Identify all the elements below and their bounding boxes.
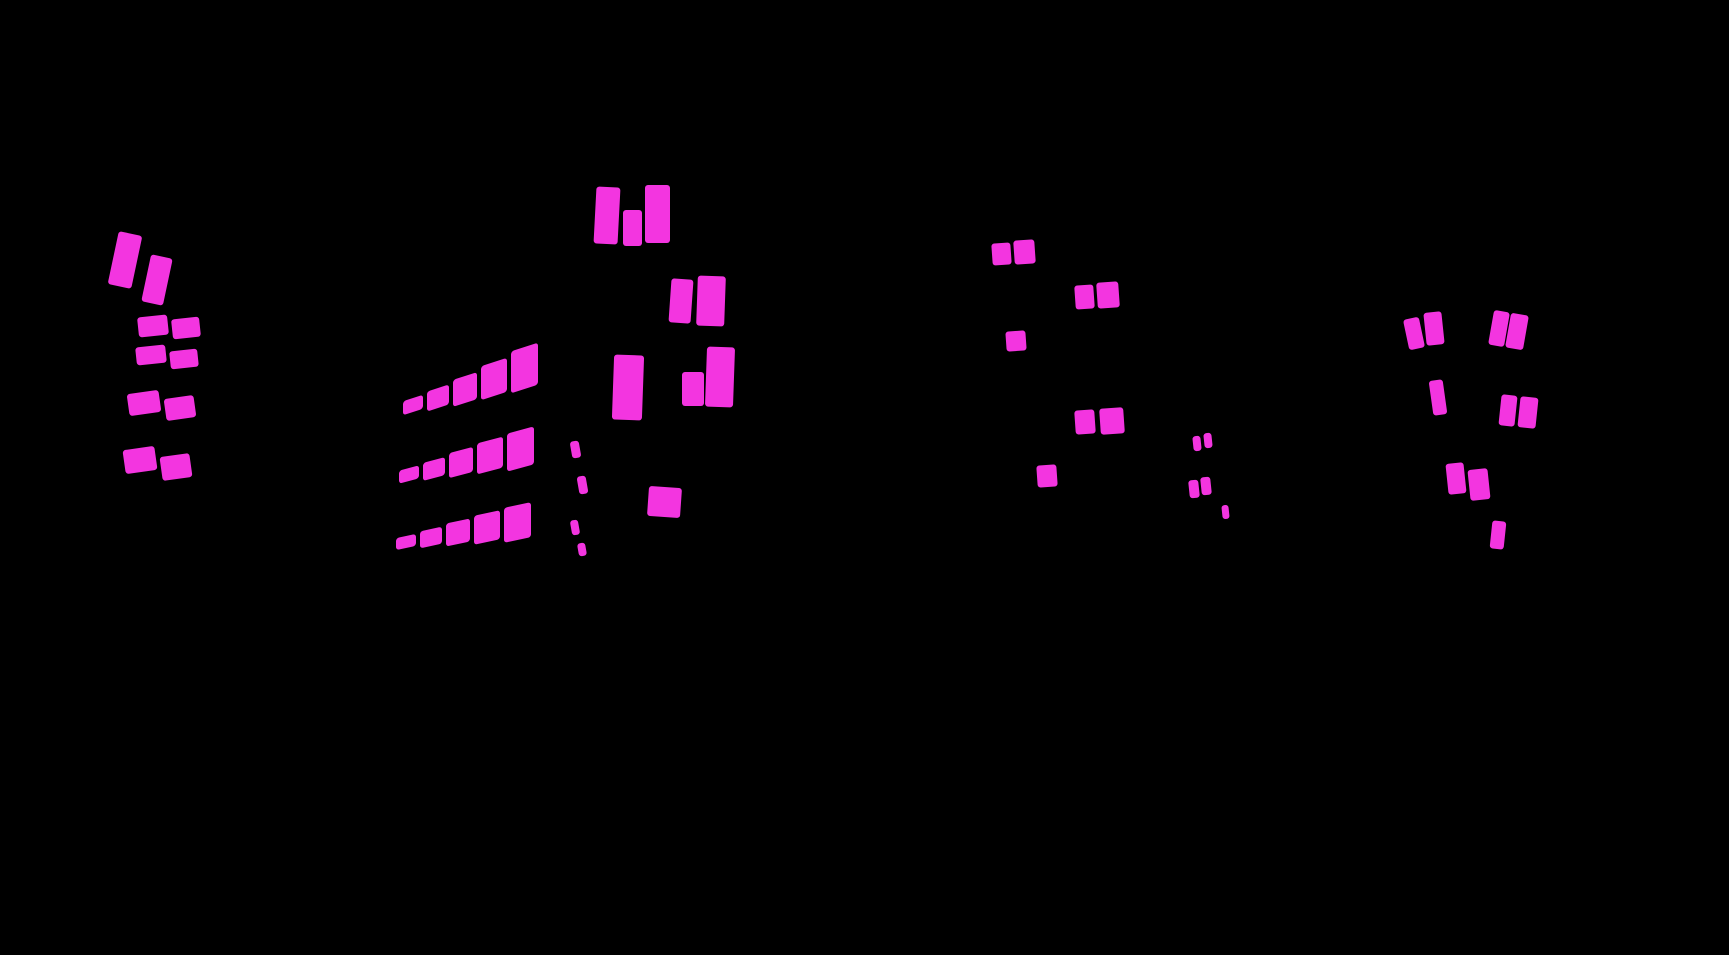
window-light	[623, 210, 642, 246]
window-light	[1423, 311, 1445, 346]
window-light	[1445, 462, 1467, 495]
window-light	[645, 185, 670, 243]
window-light	[682, 372, 704, 406]
window-light	[1467, 468, 1491, 501]
window-light	[1428, 379, 1448, 416]
window-light	[1402, 316, 1426, 351]
window-light	[1517, 396, 1539, 429]
window-light	[1498, 394, 1518, 427]
window-light	[1489, 520, 1507, 550]
